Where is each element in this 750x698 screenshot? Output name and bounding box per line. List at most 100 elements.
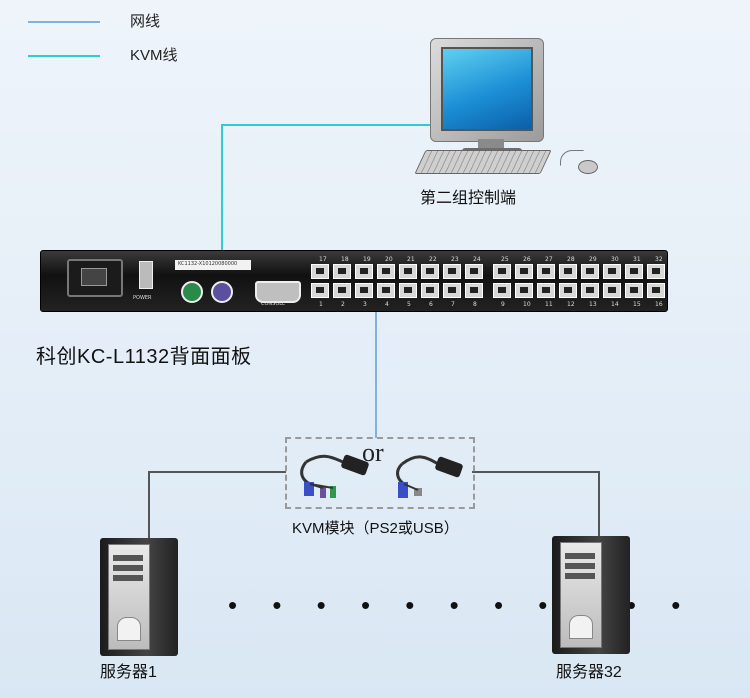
port-number-label: 22	[429, 256, 437, 263]
console-port-label: CONSOLE	[261, 301, 286, 307]
rj45-port	[421, 283, 439, 298]
port-number-label: 11	[545, 301, 553, 308]
port-number-label: 29	[589, 256, 597, 263]
kvm-module-ps2-icon	[300, 454, 369, 498]
panel-label: 科创KC-L1132背面面板	[36, 346, 252, 368]
rj45-port	[603, 283, 621, 298]
rj45-port	[537, 283, 555, 298]
legend-line-kvm	[28, 55, 100, 57]
rj45-port	[377, 264, 395, 279]
keyboard-icon	[414, 150, 552, 174]
rj45-port	[647, 283, 665, 298]
rj45-port	[559, 264, 577, 279]
port-number-label: 17	[319, 256, 327, 263]
server-1-label: 服务器1	[100, 664, 157, 681]
rj45-port	[333, 264, 351, 279]
monitor-icon	[430, 38, 544, 142]
port-number-label: 1	[319, 301, 323, 308]
port-number-label: 6	[429, 301, 433, 308]
vga-port-icon	[255, 281, 301, 303]
port-number-label: 15	[633, 301, 641, 308]
mouse-icon	[578, 160, 598, 174]
port-number-label: 30	[611, 256, 619, 263]
port-bank-right	[493, 264, 665, 298]
port-number-label: 9	[501, 301, 505, 308]
power-label: POWER	[133, 295, 152, 301]
rj45-port	[421, 264, 439, 279]
port-number-label: 5	[407, 301, 411, 308]
console-label: 第二组控制端	[420, 190, 517, 207]
kvm-module-usb-icon	[396, 455, 463, 498]
port-number-label: 13	[589, 301, 597, 308]
port-number-label: 14	[611, 301, 619, 308]
port-number-label: 12	[567, 301, 575, 308]
port-number-label: 8	[473, 301, 477, 308]
port-number-label: 10	[523, 301, 531, 308]
serial-plate: KC1132-X10120080000	[175, 260, 251, 270]
rj45-port	[625, 283, 643, 298]
rj45-port	[443, 283, 461, 298]
mouse-cord	[560, 150, 584, 166]
rj45-port	[559, 283, 577, 298]
legend-label-kvm: KVM线	[130, 47, 178, 64]
port-number-label: 24	[473, 256, 481, 263]
port-number-label: 21	[407, 256, 415, 263]
rj45-port	[581, 283, 599, 298]
port-number-label: 7	[451, 301, 455, 308]
ps2-keyboard-port-icon	[181, 281, 203, 303]
rj45-port	[311, 264, 329, 279]
port-number-label: 2	[341, 301, 345, 308]
rj45-port	[603, 264, 621, 279]
rj45-port	[625, 264, 643, 279]
server-1-icon	[100, 538, 178, 656]
port-number-label: 3	[363, 301, 367, 308]
server-32-front	[560, 542, 602, 648]
rj45-port	[493, 264, 511, 279]
legend-line-network	[28, 21, 100, 23]
wire-server32-vertical	[598, 471, 600, 537]
rj45-port	[399, 264, 417, 279]
port-number-label: 20	[385, 256, 393, 263]
kvm-module-box	[285, 437, 475, 509]
wire-server1-horizontal	[148, 471, 286, 473]
port-number-label: 26	[523, 256, 531, 263]
rj45-port	[493, 283, 511, 298]
ps2-mouse-port-icon	[211, 281, 233, 303]
rj45-port	[647, 264, 665, 279]
port-number-label: 31	[633, 256, 641, 263]
legend-label-network: 网线	[130, 13, 161, 30]
kvm-wire-console-vertical	[221, 124, 223, 250]
network-wire-to-modules	[375, 310, 377, 438]
rj45-port	[333, 283, 351, 298]
rj45-port	[515, 283, 533, 298]
rj45-port	[443, 264, 461, 279]
server-32-label: 服务器32	[556, 664, 622, 681]
kvm-wire-console-horizontal	[221, 124, 441, 126]
or-text: or	[362, 438, 384, 467]
server-1-front	[108, 544, 150, 650]
port-number-label: 32	[655, 256, 663, 263]
serial-text: KC1132-X10120080000	[178, 261, 238, 267]
port-number-label: 25	[501, 256, 509, 263]
monitor-stand	[478, 139, 504, 149]
port-number-label: 4	[385, 301, 389, 308]
rj45-port	[515, 264, 533, 279]
kvm-module-label: KVM模块（PS2或USB）	[292, 520, 459, 537]
rj45-port	[399, 283, 417, 298]
monitor-screen	[441, 47, 533, 131]
rj45-port	[465, 283, 483, 298]
wire-server32-horizontal	[472, 471, 600, 473]
power-switch-icon	[139, 261, 153, 289]
port-number-label: 18	[341, 256, 349, 263]
port-number-label: 27	[545, 256, 553, 263]
port-number-label: 28	[567, 256, 575, 263]
power-socket-icon	[67, 259, 123, 297]
rj45-port	[537, 264, 555, 279]
rj45-port	[465, 264, 483, 279]
rj45-port	[355, 283, 373, 298]
port-number-label: 23	[451, 256, 459, 263]
port-number-label: 19	[363, 256, 371, 263]
port-number-label: 16	[655, 301, 663, 308]
server-32-icon	[552, 536, 630, 654]
